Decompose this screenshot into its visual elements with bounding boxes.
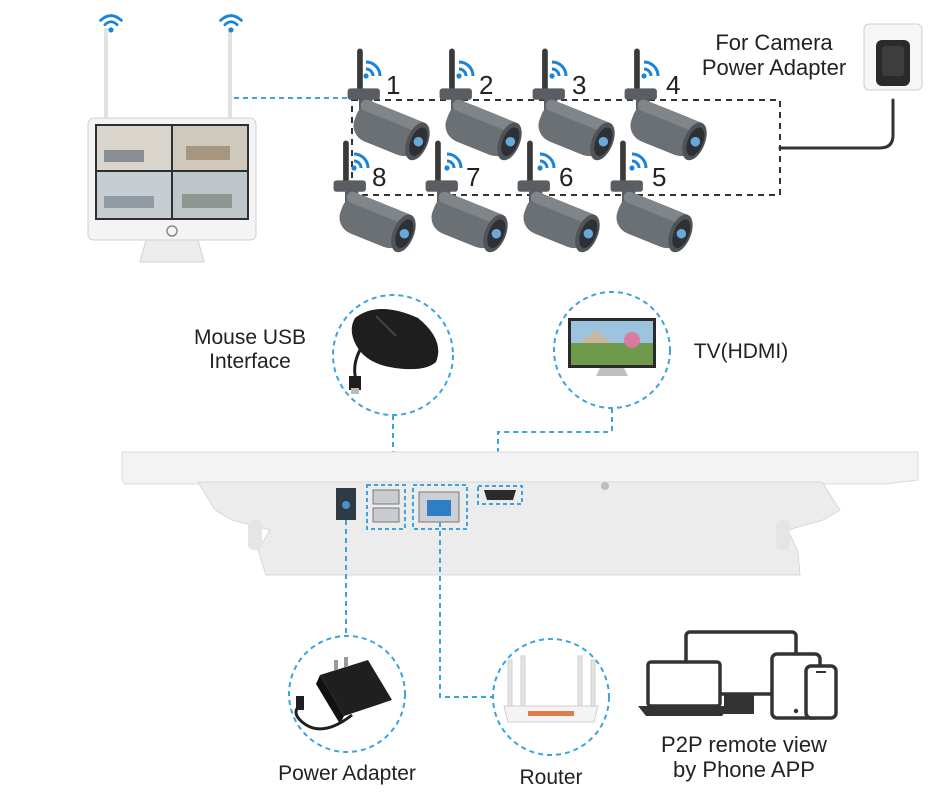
wifi-icon	[362, 60, 382, 80]
wall-adapter-icon	[863, 23, 923, 91]
camera-number: 1	[386, 70, 401, 100]
power-adapter-icon	[288, 635, 406, 753]
label-line: For Camera	[715, 30, 833, 55]
usb-port	[372, 489, 400, 505]
label-line: Interface	[209, 350, 291, 374]
mouse-usb-label: Mouse USB Interface	[178, 326, 322, 374]
power-adapter-label: Power Adapter	[278, 762, 416, 785]
wifi-icon	[443, 152, 463, 172]
wifi-icon	[455, 60, 475, 80]
label-line: by Phone APP	[673, 757, 815, 783]
router-icon	[492, 638, 610, 756]
label-line: P2P remote view	[661, 732, 827, 757]
label-line: Power Adapter	[701, 55, 847, 81]
camera-number: 2	[479, 70, 494, 100]
usb-port	[372, 507, 400, 523]
tv-hdmi-label: TV(HDMI)	[693, 340, 789, 363]
monitor-icon	[87, 28, 257, 263]
camera-icon	[517, 140, 605, 255]
p2p-label: P2P remote view by Phone APP	[644, 732, 844, 783]
wifi-icon	[628, 152, 648, 172]
phone-icon	[804, 664, 838, 720]
camera-icon	[347, 48, 435, 163]
camera-power-adapter-label: For Camera Power Adapter	[684, 30, 864, 81]
router-label: Router	[519, 766, 583, 789]
wifi-icon	[548, 60, 568, 80]
tv-icon	[553, 291, 671, 409]
label-line: Mouse USB	[193, 326, 307, 349]
camera-number: 6	[559, 162, 574, 192]
camera-number: 4	[666, 70, 681, 100]
camera-icon	[439, 48, 527, 163]
wifi-icon	[536, 152, 556, 172]
camera-number: 8	[372, 162, 387, 192]
laptop-icon	[638, 630, 798, 716]
wifi-icon	[99, 14, 123, 34]
wifi-icon	[219, 14, 243, 34]
camera-number: 3	[572, 70, 587, 100]
wifi-icon	[640, 60, 660, 80]
mouse-icon	[332, 294, 454, 416]
wifi-icon	[350, 152, 370, 172]
hdmi-port	[484, 490, 516, 500]
nvr-back-panel	[121, 451, 919, 576]
camera-icon	[532, 48, 620, 163]
camera-number: 7	[466, 162, 481, 192]
camera-number: 5	[652, 162, 667, 192]
